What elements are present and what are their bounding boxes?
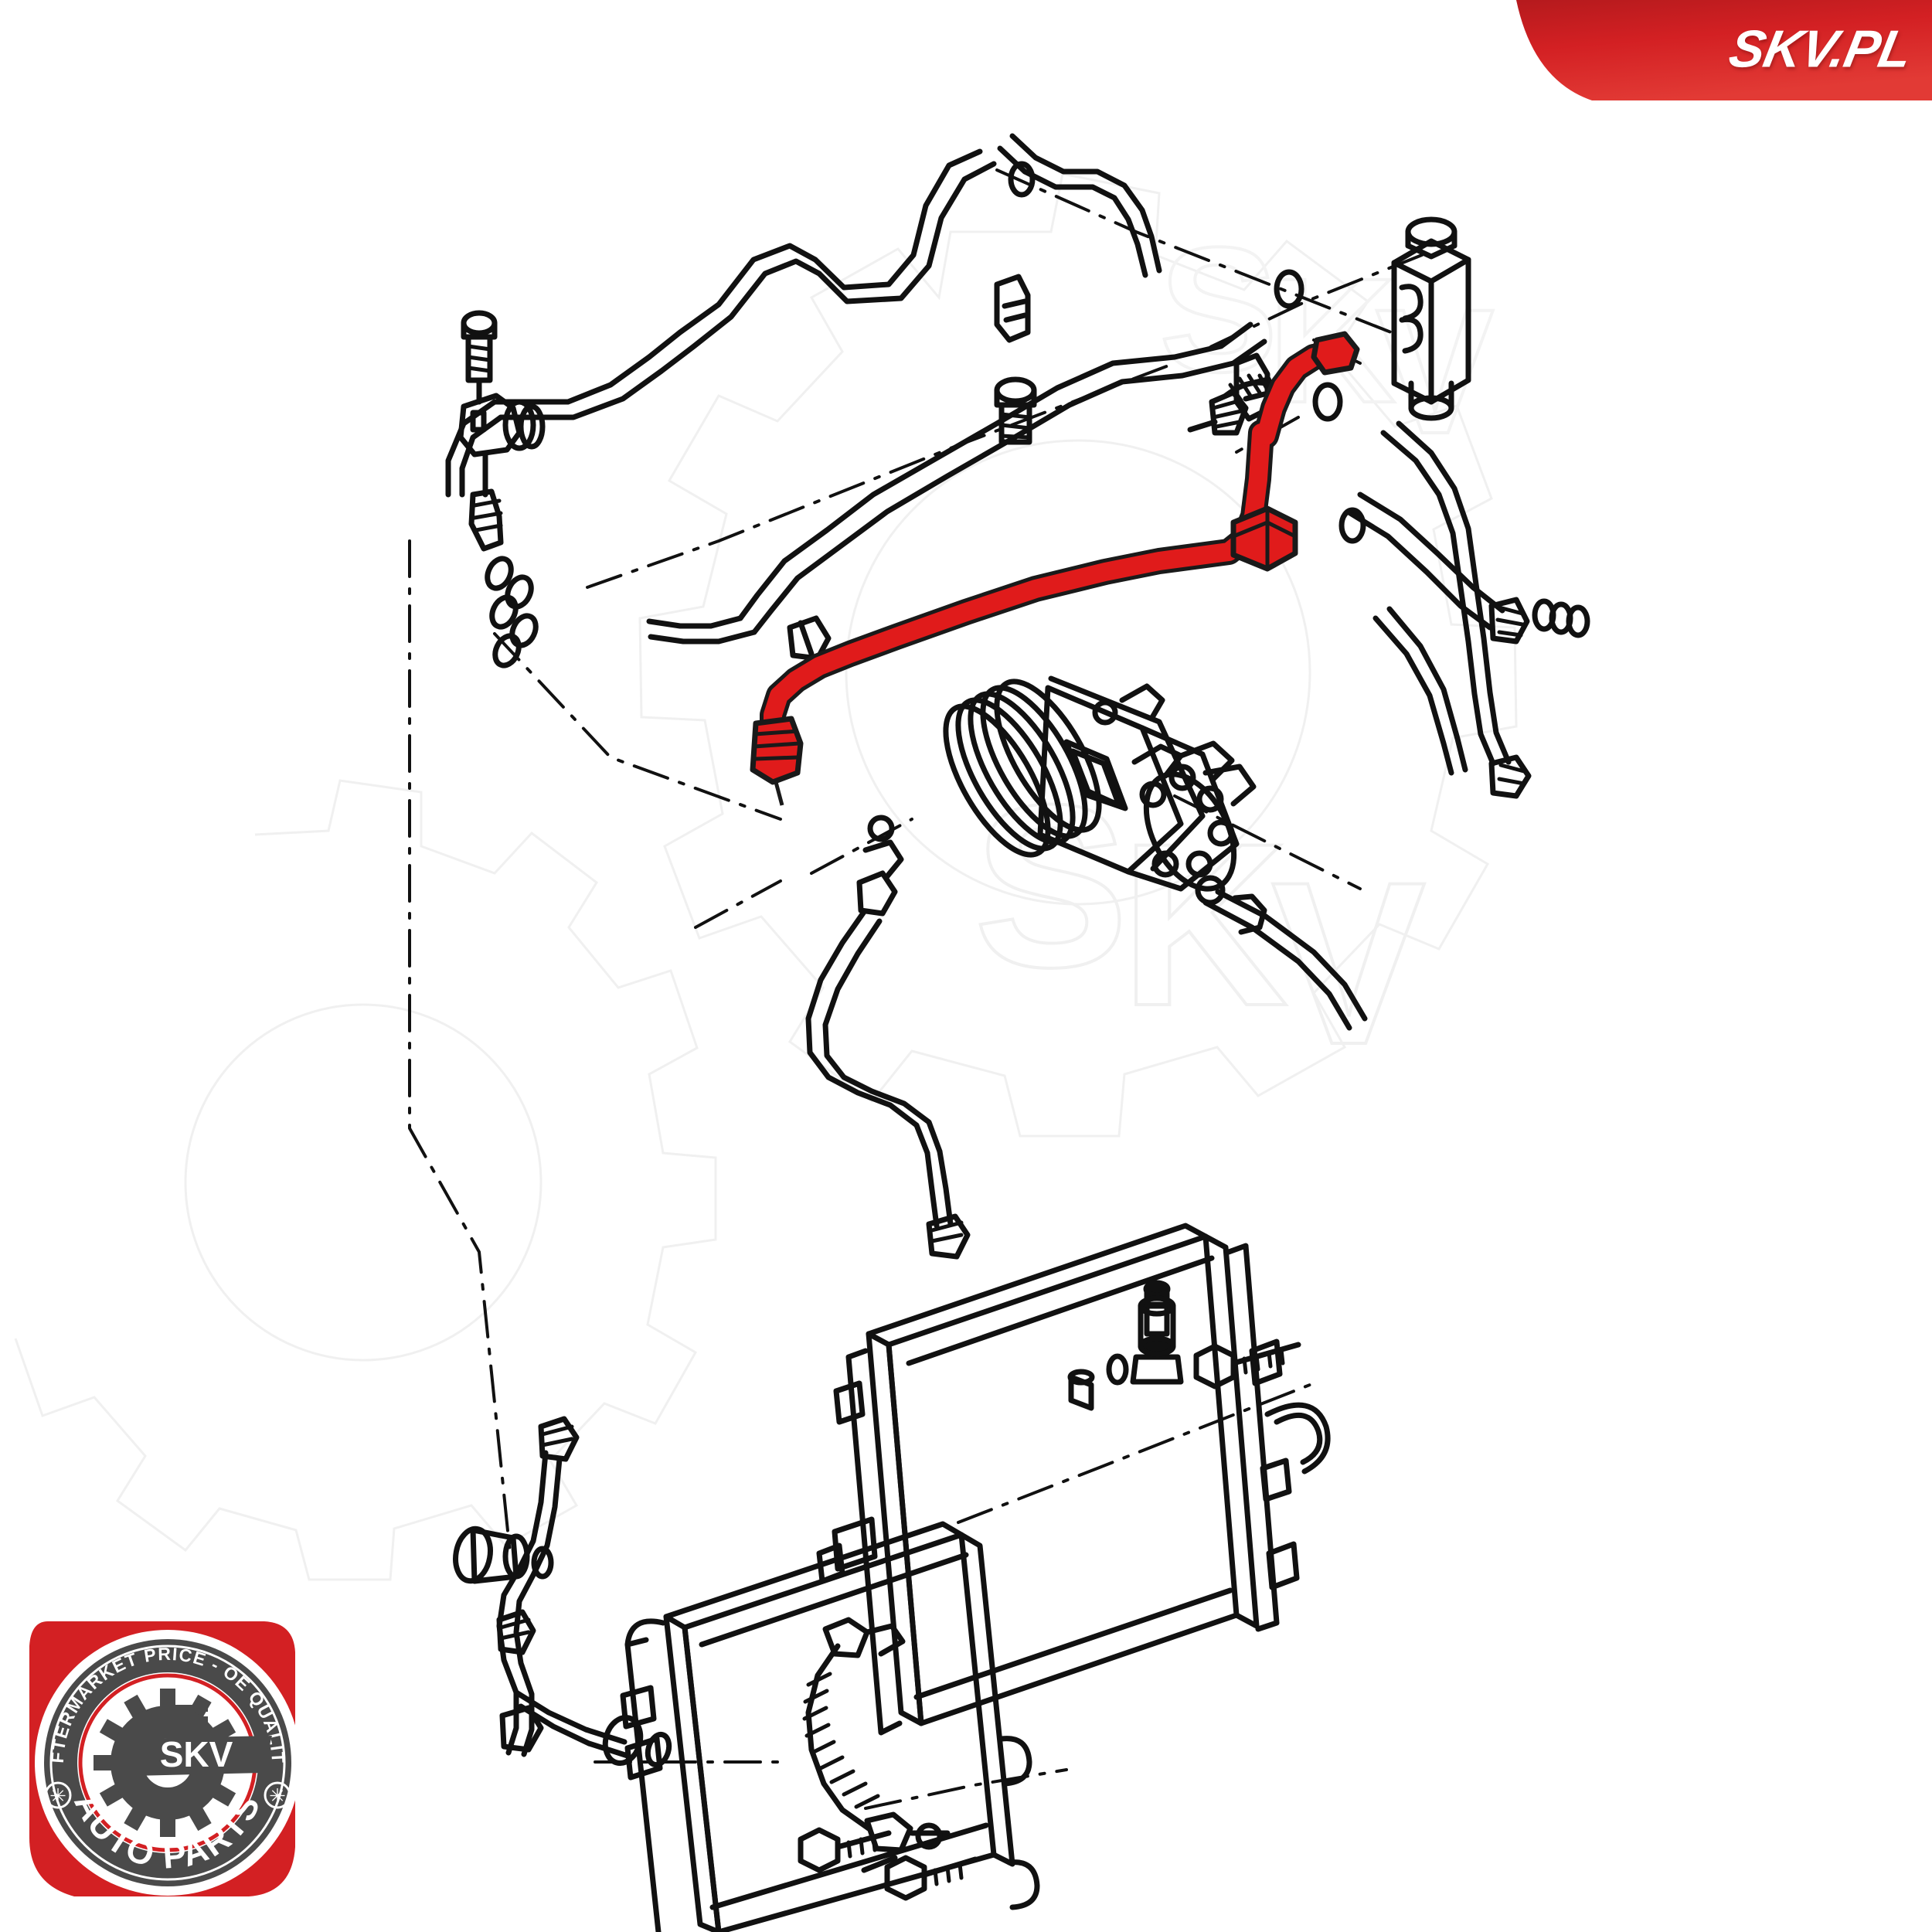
bolt-condenser	[884, 1855, 978, 1901]
radiator	[816, 1223, 1331, 1736]
bolt-lower-hose	[798, 1827, 892, 1873]
svg-text:✳: ✳	[49, 1784, 66, 1808]
badge-separator-left: ✳	[44, 1781, 72, 1809]
clamp-upper-left	[457, 393, 546, 498]
badge-center-text: SKV	[160, 1734, 233, 1774]
quality-badge: AFTERMARKET PRICE - OE QUALITY AUTO PART…	[17, 1606, 318, 1915]
ac-compressor	[943, 675, 1267, 935]
compressor-hose	[805, 909, 954, 1229]
quality-badge-graphic: AFTERMARKET PRICE - OE QUALITY AUTO PART…	[17, 1606, 301, 1896]
expansion-valve	[1391, 216, 1471, 421]
bolt-upper-left	[461, 310, 498, 405]
badge-name-banner	[133, 1736, 272, 1776]
pipe-end-fittings	[453, 161, 1590, 1768]
highlighted-hose-connector	[1230, 505, 1298, 572]
svg-text:✳: ✳	[269, 1784, 286, 1808]
highlighted-hose-end-fitting	[750, 716, 804, 806]
badge-separator-right: ✳	[264, 1781, 291, 1809]
gear-notch-marks	[175, 1705, 208, 1735]
bolt-radiator	[1193, 1342, 1301, 1389]
mid-level-line	[646, 321, 1267, 645]
pressure-switch	[1138, 1284, 1176, 1357]
condenser	[620, 1521, 1040, 1932]
highlighted-hose-upper-fitting	[1311, 331, 1360, 376]
compressor-suction-branch	[1202, 889, 1368, 1031]
right-branch-lines	[1345, 420, 1512, 776]
bolt-mid	[994, 376, 1037, 445]
